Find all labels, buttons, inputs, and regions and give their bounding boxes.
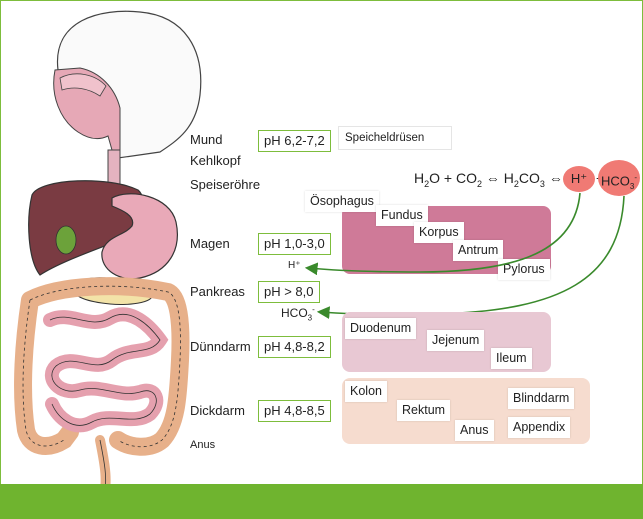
hco3-ion-arrow	[320, 196, 624, 315]
h-ion-arrow	[308, 193, 580, 272]
large-part-rektum: Rektum	[397, 400, 450, 421]
large-part-appendix: Appendix	[508, 417, 570, 438]
small-part-jejenum: Jejenum	[427, 330, 484, 351]
large-part-anus: Anus	[455, 420, 494, 441]
footer-bar	[0, 484, 643, 519]
large-part-kolon: Kolon	[345, 381, 387, 402]
small-part-duodenum: Duodenum	[345, 318, 416, 339]
large-part-blinddarm: Blinddarm	[508, 388, 574, 409]
small-part-ileum: Ileum	[491, 348, 532, 369]
